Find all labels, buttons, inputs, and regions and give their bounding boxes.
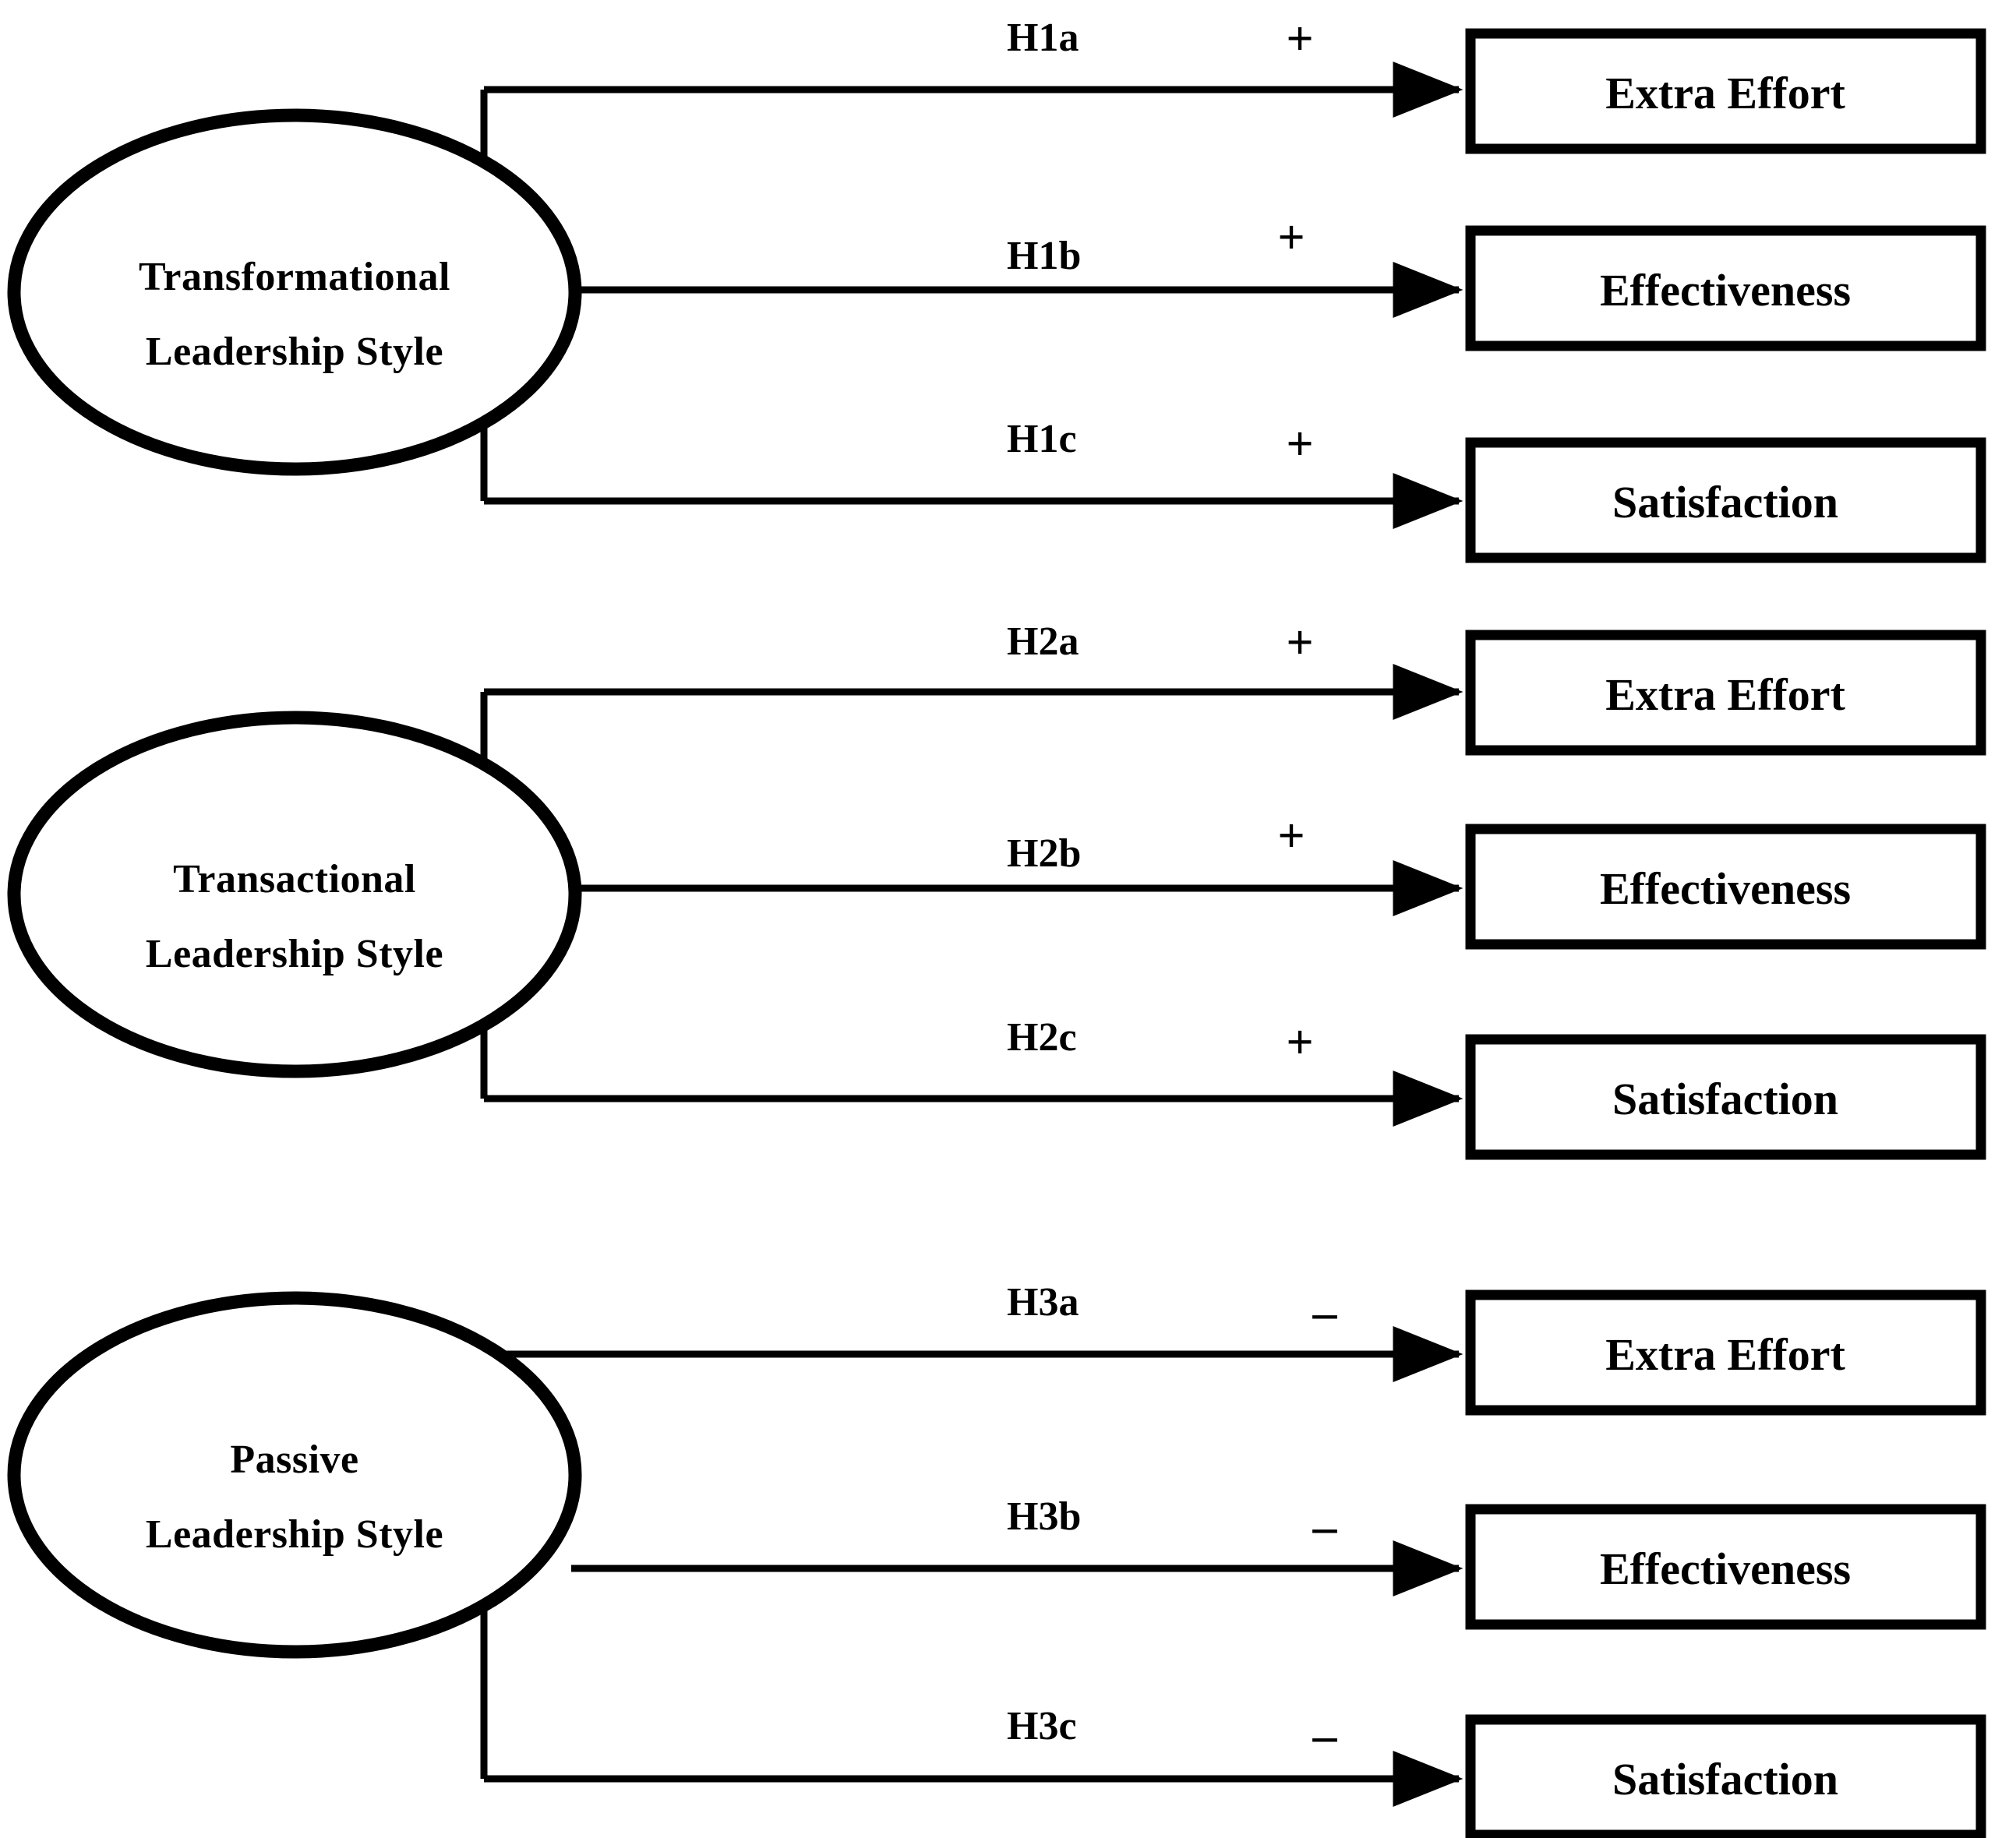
outcome-label-extra-effort-1: Extra Effort bbox=[1605, 68, 1845, 118]
ellipse-transactional-leadership-style bbox=[7, 711, 582, 1078]
ellipse-transformational-leadership-style bbox=[7, 108, 582, 476]
sign-h2c: + bbox=[1286, 1016, 1313, 1069]
outcome-box-extra-effort-2 bbox=[1465, 630, 1986, 756]
hypothesis-label-h2b: H2b bbox=[1007, 831, 1081, 876]
outcome-label-satisfaction-1: Satisfaction bbox=[1612, 477, 1838, 527]
sign-h1c: + bbox=[1286, 418, 1313, 471]
outcome-box-extra-effort-3 bbox=[1465, 1289, 1986, 1416]
ellipse-label-line1: Passive bbox=[230, 1438, 358, 1482]
sign-h3a: – bbox=[1312, 1286, 1338, 1339]
sign-h1b: + bbox=[1277, 211, 1305, 264]
outcome-label-extra-effort-3: Extra Effort bbox=[1605, 1329, 1845, 1380]
outcome-box-effectiveness-2 bbox=[1465, 824, 1986, 950]
ellipse-label-line1: Transactional bbox=[173, 857, 416, 901]
sign-h1a: + bbox=[1286, 12, 1313, 65]
outcome-box-satisfaction-1 bbox=[1465, 437, 1986, 563]
sign-h3b: – bbox=[1312, 1501, 1338, 1554]
hypothesis-label-h3a: H3a bbox=[1007, 1280, 1079, 1325]
ellipse-label-line2: Leadership Style bbox=[146, 330, 443, 374]
hypothesis-label-h1c: H1c bbox=[1007, 417, 1077, 461]
outcome-box-satisfaction-2 bbox=[1465, 1034, 1986, 1160]
outcome-box-effectiveness-3 bbox=[1465, 1504, 1986, 1630]
ellipse-label-line2: Leadership Style bbox=[146, 932, 443, 976]
group-3: Passive Leadership Style H3a – H3b – H3c… bbox=[7, 1280, 1986, 1838]
group-1: Transformational Leadership Style H1a + … bbox=[7, 12, 1986, 563]
ellipse-label-line2: Leadership Style bbox=[146, 1512, 443, 1557]
outcome-label-effectiveness-2: Effectiveness bbox=[1600, 863, 1851, 914]
hypothesis-label-h3c: H3c bbox=[1007, 1704, 1077, 1748]
outcome-label-effectiveness-3: Effectiveness bbox=[1600, 1543, 1851, 1594]
hypothesis-label-h2a: H2a bbox=[1007, 619, 1079, 664]
hypothesis-label-h1a: H1a bbox=[1007, 16, 1079, 60]
outcome-box-effectiveness-1 bbox=[1465, 225, 1986, 351]
outcome-label-satisfaction-2: Satisfaction bbox=[1612, 1074, 1838, 1124]
outcome-label-effectiveness-1: Effectiveness bbox=[1600, 265, 1851, 316]
sign-h3c: – bbox=[1312, 1709, 1338, 1762]
outcome-box-extra-effort-1 bbox=[1465, 28, 1986, 154]
outcome-label-satisfaction-3: Satisfaction bbox=[1612, 1754, 1838, 1804]
ellipse-passive-leadership-style bbox=[7, 1291, 582, 1659]
outcome-box-satisfaction-3 bbox=[1465, 1714, 1986, 1838]
sign-h2b: + bbox=[1277, 810, 1305, 863]
group-2: Transactional Leadership Style H2a + H2b… bbox=[7, 616, 1986, 1160]
sign-h2a: + bbox=[1286, 616, 1313, 669]
ellipse-label-line1: Transformational bbox=[139, 255, 450, 299]
hypothesis-label-h3b: H3b bbox=[1007, 1494, 1081, 1539]
hypothesis-label-h1b: H1b bbox=[1007, 234, 1081, 278]
outcome-label-extra-effort-2: Extra Effort bbox=[1605, 669, 1845, 720]
hypothesis-label-h2c: H2c bbox=[1007, 1015, 1077, 1060]
